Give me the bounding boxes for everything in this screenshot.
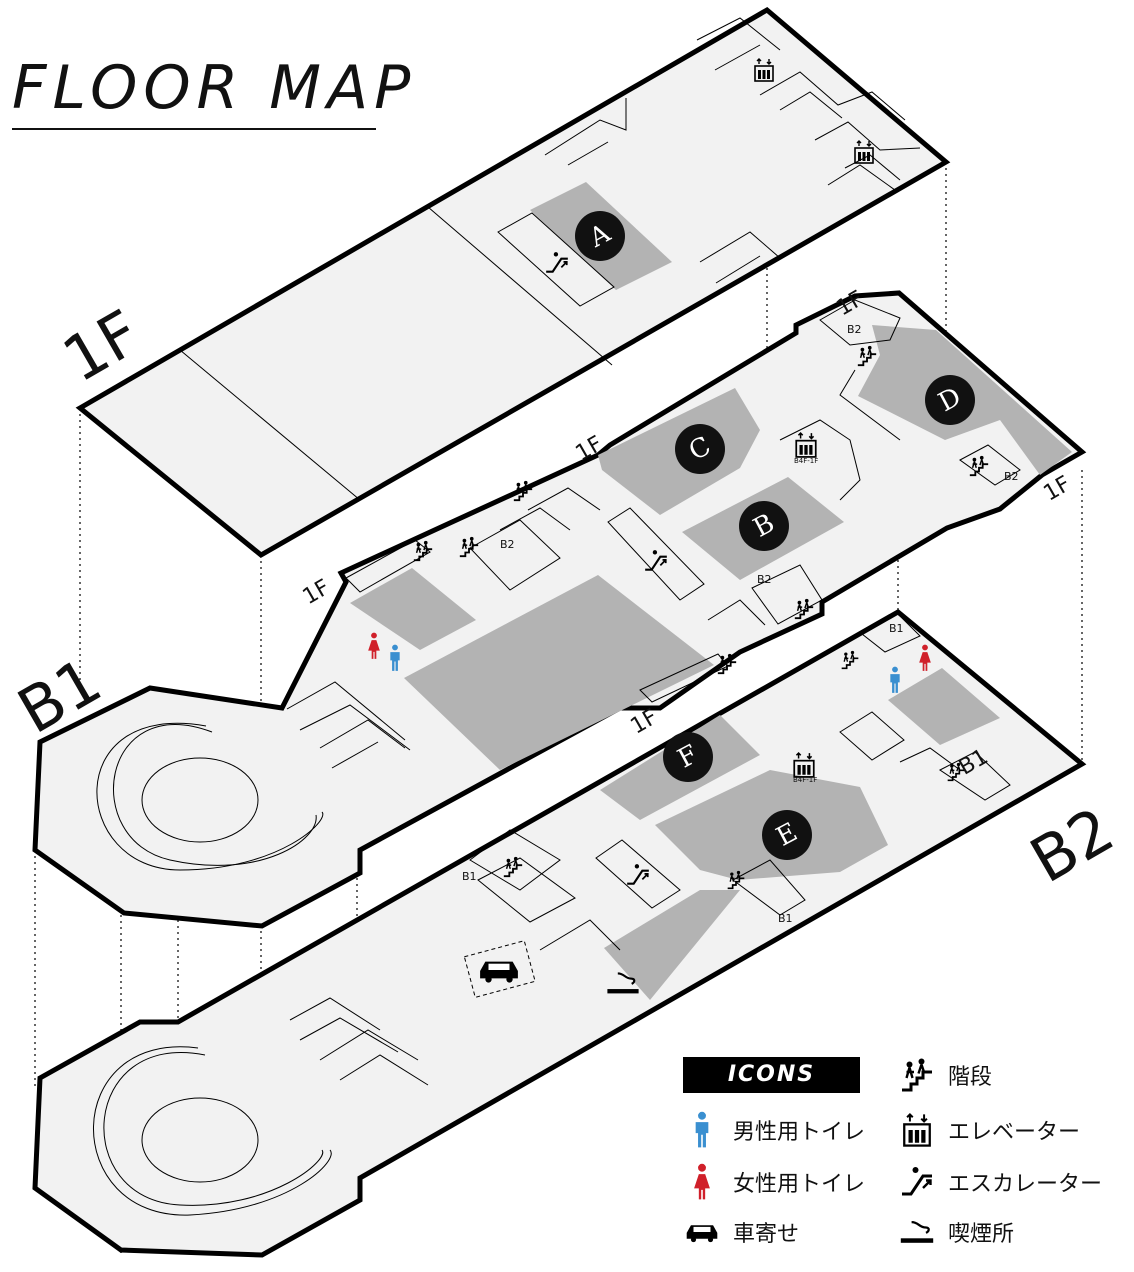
elevator-tag-b2: B4F-1F (793, 776, 817, 784)
zone-c-marker (675, 424, 725, 474)
legend-item-car: 車寄せ (683, 1212, 799, 1252)
floor-label-b2: B2 (1018, 793, 1126, 897)
smoking-icon (898, 1213, 936, 1251)
escalator-icon (898, 1163, 936, 1201)
legend-label-car: 車寄せ (733, 1222, 800, 1247)
legend-label-stairs: 階段 (948, 1065, 993, 1090)
stair-tag-b2-d: B2 (757, 573, 772, 586)
legend-item-elevator: エレベーター (898, 1110, 1080, 1150)
stair-tag-b2-a: B2 (500, 538, 515, 551)
b2-east-block (888, 668, 1000, 745)
legend-label-female-toilet: 女性用トイレ (733, 1172, 866, 1197)
male-toilet-icon (683, 1111, 721, 1149)
female-toilet-icon (683, 1163, 721, 1201)
legend-label-smoking: 喫煙所 (948, 1222, 1015, 1247)
legend-header: ICONS (683, 1057, 860, 1093)
zone-d-marker (925, 375, 975, 425)
elevator-icon (898, 1111, 936, 1149)
title-underline (12, 128, 376, 130)
floor-b1-plan (32, 290, 1087, 929)
floor-1f-outline (75, 6, 951, 559)
zone-f-marker (663, 732, 713, 782)
legend-label-male-toilet: 男性用トイレ (733, 1120, 866, 1145)
b2-south-block (604, 890, 740, 1000)
stair-tag-1f-d: 1F (1040, 472, 1076, 507)
legend-label-elevator: エレベーター (948, 1120, 1081, 1145)
zone-b-marker (739, 501, 789, 551)
stair-tag-b1-c: B1 (778, 912, 793, 925)
legend-item-stairs: 階段 (898, 1055, 992, 1095)
stair-tag-b1-a: B1 (889, 622, 904, 635)
floor-b2-plan (32, 608, 1087, 1258)
stair-tag-1f-a: 1F (299, 575, 335, 610)
elevator-tag-b1: B4F-1F (794, 457, 818, 465)
legend-item-female-toilet: 女性用トイレ (683, 1162, 865, 1202)
page-title: FLOOR MAP (12, 53, 417, 123)
stair-tag-b1-b: B1 (462, 870, 477, 883)
stairs-icon (898, 1056, 936, 1094)
car-icon (683, 1213, 721, 1251)
legend-item-male-toilet: 男性用トイレ (683, 1110, 865, 1150)
zone-a-marker (575, 211, 625, 261)
legend-label-escalator: エスカレーター (948, 1172, 1103, 1197)
stair-tag-b2-b: B2 (847, 323, 862, 336)
floor-1f-plan (75, 6, 951, 559)
b1-large-hall (404, 575, 714, 770)
legend-item-smoking: 喫煙所 (898, 1212, 1014, 1252)
floor-b2-outline (32, 608, 1087, 1258)
b1-west-block (350, 568, 476, 650)
legend-item-escalator: エスカレーター (898, 1162, 1102, 1202)
zone-e-marker (762, 810, 812, 860)
stair-tag-b2-c: B2 (1004, 470, 1019, 483)
